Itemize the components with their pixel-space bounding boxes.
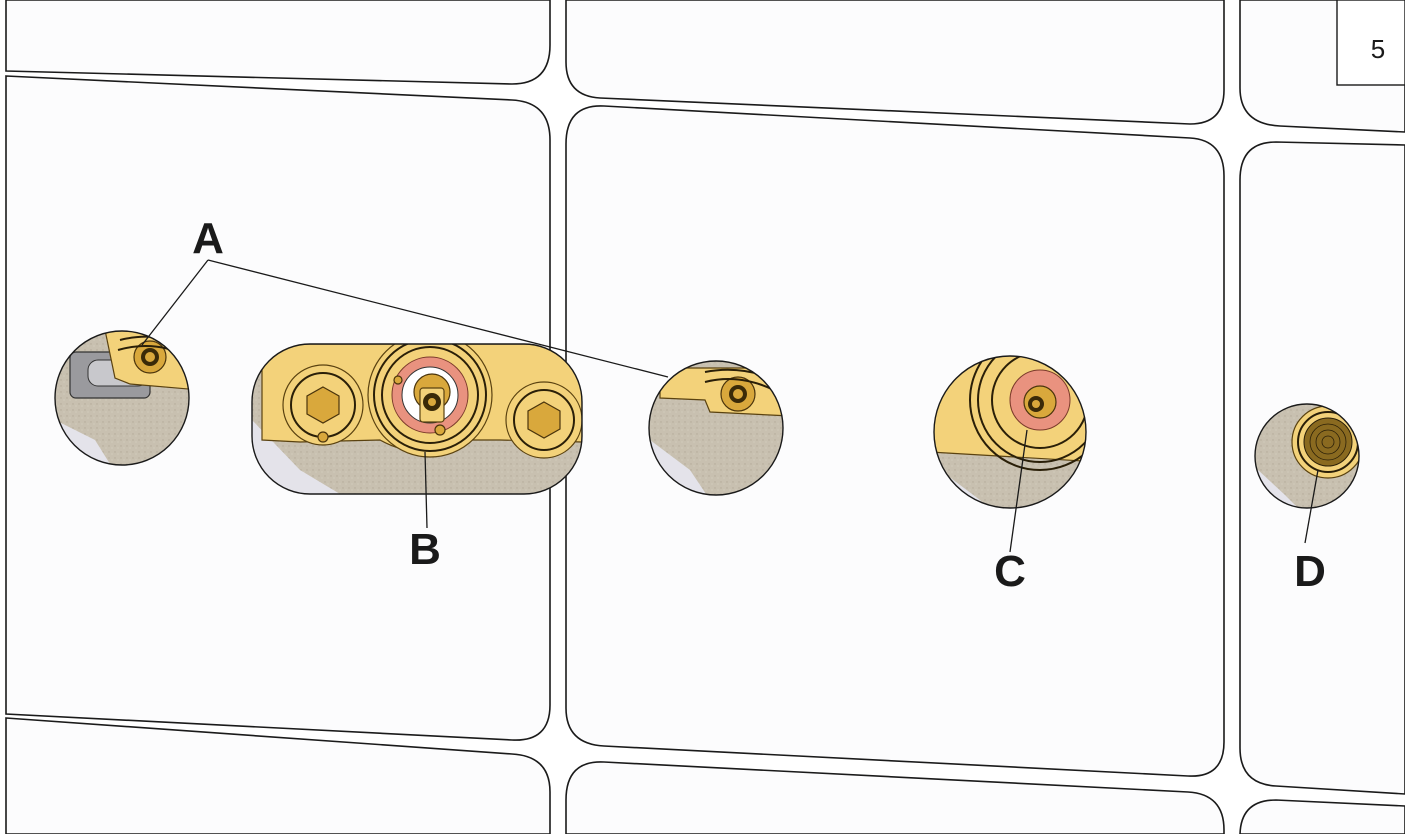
cutout-d xyxy=(1254,403,1360,509)
tile-bottom-left xyxy=(5,717,551,834)
page-number: 5 xyxy=(1371,34,1385,64)
callout-label-b: B xyxy=(409,525,441,574)
tile-center xyxy=(565,105,1225,777)
tile-bottom-middle xyxy=(565,761,1225,834)
tile-top-left xyxy=(5,0,551,85)
tile-bottom-right xyxy=(1239,799,1405,834)
cutout-a-left xyxy=(54,330,190,466)
cutout-c xyxy=(933,355,1087,509)
callout-label-a: A xyxy=(192,214,224,263)
cutout-a-right xyxy=(648,360,784,496)
cutout-b-valve xyxy=(251,343,583,495)
callout-label-d: D xyxy=(1294,547,1326,596)
tile-top-middle xyxy=(565,0,1225,125)
callout-label-c: C xyxy=(994,547,1026,596)
leader-lines xyxy=(141,259,1319,553)
page-number-box: 5 xyxy=(1336,0,1405,86)
